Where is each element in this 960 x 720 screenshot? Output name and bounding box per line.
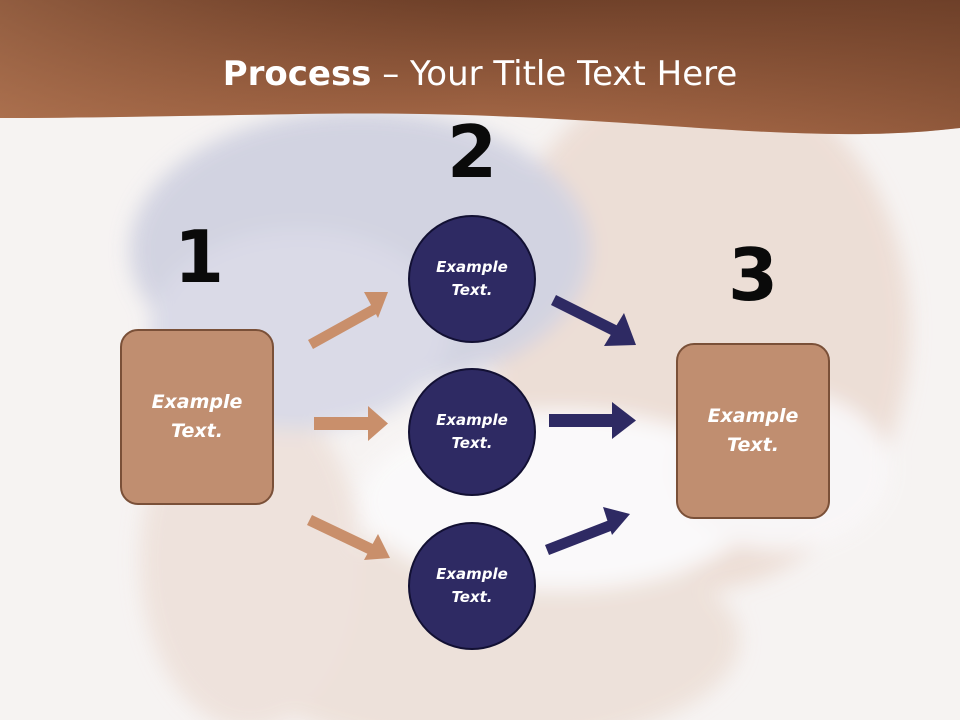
step-number-3: 3 [727, 233, 779, 317]
slide-title: Process – Your Title Text Here [0, 52, 960, 96]
circle-middle-line1: Example [436, 411, 508, 429]
step-3-text-line2: Text. [727, 434, 779, 456]
arrow-right-icon [549, 402, 636, 439]
circle-middle-line2: Text. [451, 434, 493, 452]
right-arrows [545, 295, 636, 555]
step-1-text-line2: Text. [171, 420, 223, 442]
arrow-right-icon [314, 406, 388, 441]
circle-top-line2: Text. [451, 281, 493, 299]
step-1-text-line1: Example [151, 391, 243, 413]
arrow-right-down-icon [307, 515, 390, 560]
arrow-right-up-icon [308, 292, 388, 349]
arrow-right-up-icon [545, 507, 630, 555]
circle-bottom-line1: Example [436, 565, 508, 583]
arrow-right-down-icon [551, 295, 636, 346]
circle-bottom-line2: Text. [451, 588, 493, 606]
circle-top-line1: Example [436, 258, 508, 276]
title-rest: – Your Title Text Here [371, 54, 738, 94]
left-arrows [307, 292, 390, 560]
title-bold: Process [222, 54, 372, 94]
step-number-2: 2 [446, 110, 498, 194]
step-number-1: 1 [173, 215, 225, 299]
step-3-text-line1: Example [707, 405, 799, 427]
